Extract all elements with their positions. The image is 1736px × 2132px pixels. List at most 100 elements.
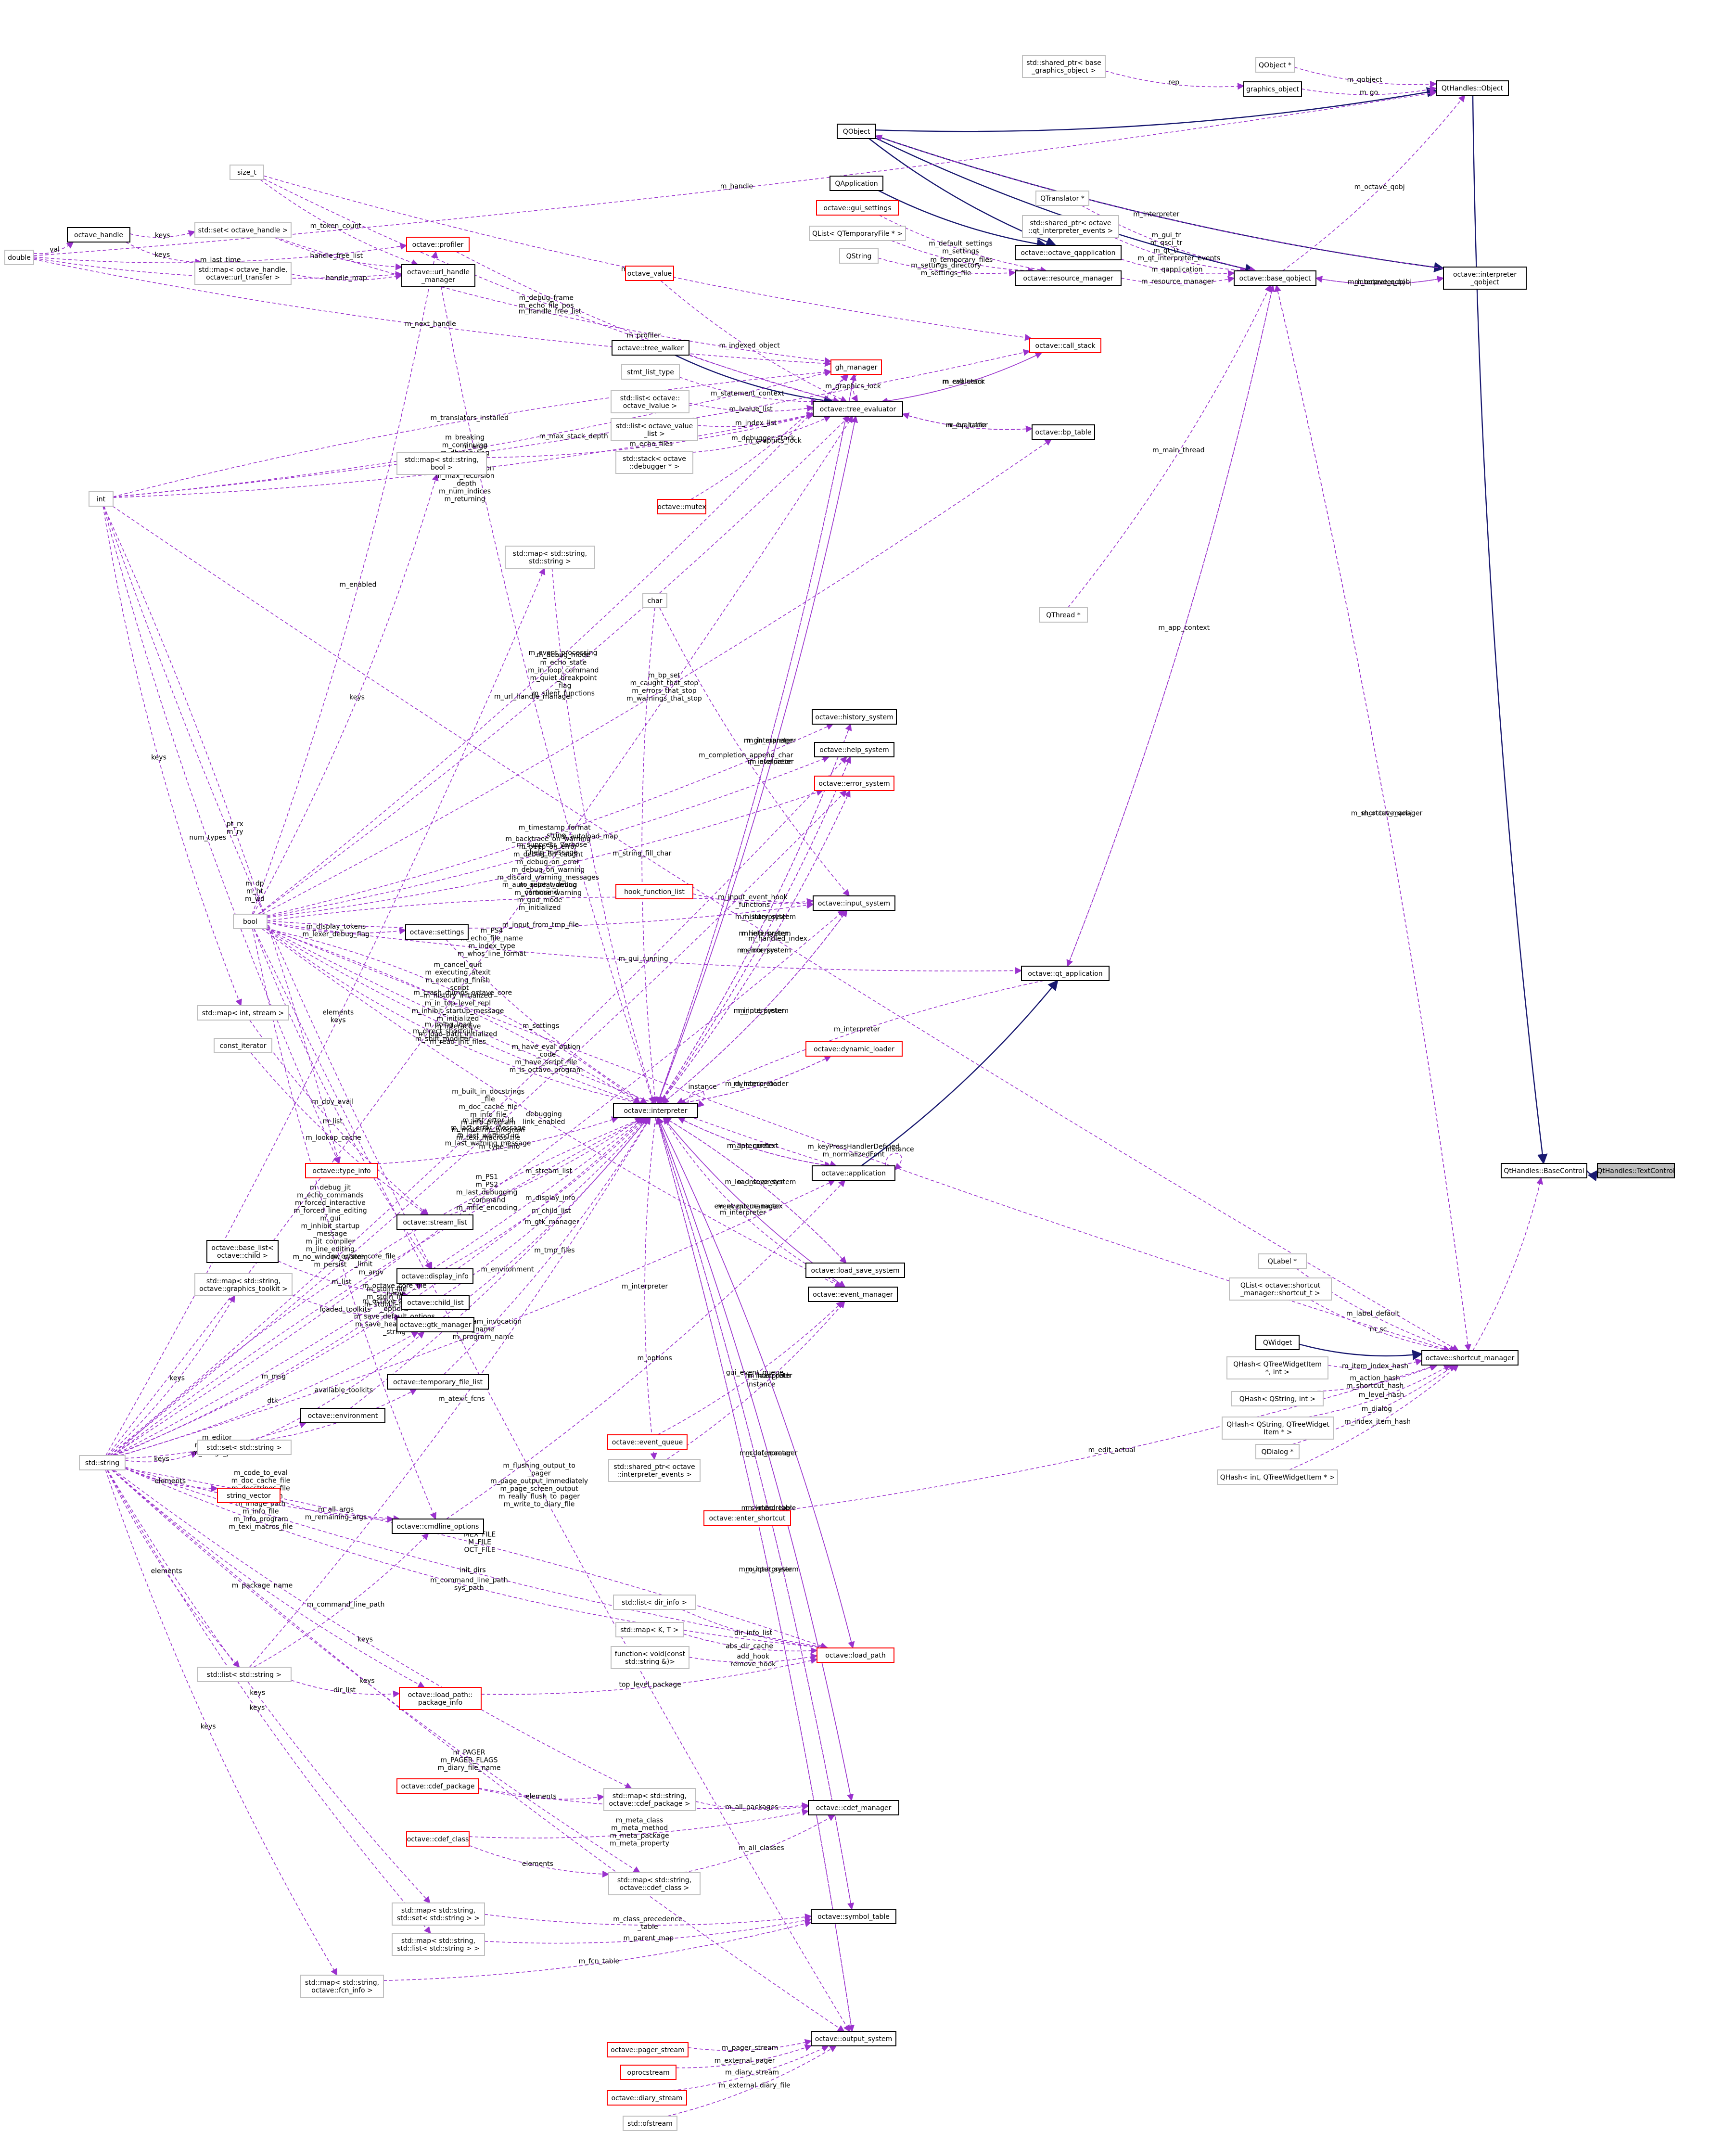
class-node-inputsystem[interactable]: octave::input_system bbox=[813, 895, 895, 911]
class-node-qobject[interactable]: QObject bbox=[837, 124, 876, 139]
class-node-bptable[interactable]: octave::bp_table bbox=[1032, 424, 1095, 440]
class-node-resourcemanager[interactable]: octave::resource_manager bbox=[1015, 270, 1122, 286]
class-node-qstring[interactable]: QString bbox=[839, 248, 879, 264]
class-node-cdefpackage[interactable]: octave::cdef_package bbox=[396, 1778, 479, 1794]
class-node-stdmapfcninfo[interactable]: std::map< std::string,octave::fcn_info > bbox=[300, 1975, 384, 1998]
class-node-loadpath[interactable]: octave::load_path bbox=[817, 1647, 894, 1663]
class-node-cdefclass[interactable]: octave::cdef_class bbox=[406, 1831, 470, 1847]
class-node-stdofstream[interactable]: std::ofstream bbox=[623, 2116, 677, 2131]
class-node-stdmapintstream[interactable]: std::map< int, stream > bbox=[197, 1005, 289, 1021]
class-node-stmtlisttype[interactable]: stmt_list_type bbox=[621, 364, 680, 380]
class-node-qtranslator[interactable]: QTranslator * bbox=[1035, 191, 1089, 206]
class-node-stdmapstringset[interactable]: std::map< std::string,std::set< std::str… bbox=[392, 1902, 485, 1926]
class-node-callstack[interactable]: octave::call_stack bbox=[1029, 338, 1101, 353]
class-node-basecontrol[interactable]: QtHandles::BaseControl bbox=[1501, 1163, 1587, 1178]
class-node-errorsystem[interactable]: octave::error_system bbox=[814, 776, 894, 791]
class-node-stdmaphandleurl[interactable]: std::map< octave_handle,octave::url_tran… bbox=[194, 262, 292, 285]
class-node-qlistshortcut[interactable]: QList< octave::shortcut_manager::shortcu… bbox=[1229, 1277, 1332, 1301]
class-node-qhashinttree[interactable]: QHash< int, QTreeWidgetItem * > bbox=[1217, 1469, 1338, 1485]
class-node-childlist[interactable]: octave::child_list bbox=[401, 1295, 470, 1310]
class-node-stdmapcdefclass[interactable]: std::map< std::string,octave::cdef_class… bbox=[608, 1872, 701, 1895]
class-node-tempfilelist[interactable]: octave::temporary_file_list bbox=[387, 1374, 489, 1390]
class-node-constiterator[interactable]: const_iterator bbox=[214, 1038, 272, 1053]
class-node-eventqueue[interactable]: octave::event_queue bbox=[607, 1434, 688, 1450]
class-node-stdmapkt[interactable]: std::map< K, T > bbox=[615, 1622, 684, 1637]
class-node-typeinfo[interactable]: octave::type_info bbox=[305, 1163, 378, 1178]
class-node-guisettings[interactable]: octave::gui_settings bbox=[816, 200, 899, 216]
class-node-helpsystem[interactable]: octave::help_system bbox=[814, 742, 894, 757]
class-node-sharedbasegraphics[interactable]: std::shared_ptr< base_graphics_object > bbox=[1022, 55, 1106, 78]
class-node-bool[interactable]: bool bbox=[233, 914, 268, 929]
class-node-graphicsobject[interactable]: graphics_object bbox=[1243, 81, 1302, 97]
class-node-stdlistlvalue[interactable]: std::list< octave::octave_lvalue > bbox=[611, 390, 689, 413]
class-node-treewalker[interactable]: octave::tree_walker bbox=[612, 340, 689, 356]
class-node-historysystem[interactable]: octave::history_system bbox=[812, 709, 897, 725]
class-node-double[interactable]: double bbox=[4, 250, 34, 265]
class-node-displayinfo[interactable]: octave::display_info bbox=[396, 1268, 473, 1284]
class-node-octavehandle[interactable]: octave_handle bbox=[67, 227, 130, 243]
class-node-stdmapstringlist[interactable]: std::map< std::string,std::list< std::st… bbox=[392, 1933, 485, 1956]
class-node-cmdlineoptions[interactable]: octave::cmdline_options bbox=[392, 1519, 484, 1534]
class-node-urlhandlemgr[interactable]: octave::url_handle_manager bbox=[401, 264, 475, 287]
class-node-sizet[interactable]: size_t bbox=[230, 165, 264, 180]
class-node-qobjectptr[interactable]: QObject * bbox=[1255, 57, 1295, 73]
class-node-qapplication[interactable]: QApplication bbox=[830, 176, 883, 191]
class-node-profiler[interactable]: octave::profiler bbox=[406, 237, 470, 252]
class-node-qwidget[interactable]: QWidget bbox=[1255, 1335, 1300, 1350]
class-node-stdlistdirinfo[interactable]: std::list< dir_info > bbox=[613, 1595, 696, 1610]
class-node-stdmapstringstring[interactable]: std::map< std::string,std::string > bbox=[505, 546, 595, 569]
class-node-textcontrol[interactable]: QtHandles::TextControl bbox=[1597, 1163, 1675, 1178]
class-node-packageinfo[interactable]: octave::load_path::package_info bbox=[399, 1687, 482, 1710]
class-node-diarystream[interactable]: octave::diary_stream bbox=[607, 2090, 687, 2106]
class-node-cdefmanager[interactable]: octave::cdef_manager bbox=[808, 1800, 899, 1815]
class-node-baseqobject[interactable]: octave::base_qobject bbox=[1234, 270, 1316, 286]
class-node-treeevaluator[interactable]: octave::tree_evaluator bbox=[813, 401, 903, 417]
class-node-gtkmanager[interactable]: octave::gtk_manager bbox=[396, 1317, 474, 1332]
class-node-dynamicloader[interactable]: octave::dynamic_loader bbox=[805, 1041, 903, 1057]
class-node-qthread[interactable]: QThread * bbox=[1039, 607, 1088, 623]
class-node-environment[interactable]: octave::environment bbox=[300, 1408, 385, 1423]
class-node-object[interactable]: QtHandles::Object bbox=[1436, 80, 1509, 96]
class-node-char[interactable]: char bbox=[642, 593, 667, 608]
class-node-mutex[interactable]: octave::mutex bbox=[657, 499, 706, 514]
class-node-stdmapstringbool[interactable]: std::map< std::string,bool > bbox=[396, 452, 487, 475]
class-node-oprocstream[interactable]: oprocstream bbox=[620, 2065, 677, 2080]
class-node-qlisttemp[interactable]: QList< QTemporaryFile * > bbox=[809, 226, 906, 241]
class-node-stdmapstringtoolkit[interactable]: std::map< std::string,octave::graphics_t… bbox=[194, 1273, 293, 1296]
class-node-stdliststring[interactable]: std::list< std::string > bbox=[197, 1667, 292, 1682]
class-node-stdstackdebugger[interactable]: std::stack< octave::debugger * > bbox=[615, 451, 693, 474]
class-node-stringvector[interactable]: string_vector bbox=[217, 1488, 281, 1503]
class-node-stdsethandle[interactable]: std::set< octave_handle > bbox=[194, 222, 292, 238]
class-node-stdstring[interactable]: std::string bbox=[79, 1455, 126, 1470]
class-node-octqapplication[interactable]: octave::octave_qapplication bbox=[1015, 245, 1122, 260]
class-node-sharedinterpevents[interactable]: std::shared_ptr< octave::interpreter_eve… bbox=[608, 1459, 701, 1482]
class-node-outputsystem[interactable]: octave::output_system bbox=[811, 2031, 896, 2046]
class-node-qlabel[interactable]: QLabel * bbox=[1258, 1253, 1307, 1269]
class-node-stdlistvaluelist[interactable]: std::list< octave_value_list > bbox=[611, 418, 698, 441]
class-node-qtapplication[interactable]: octave::qt_application bbox=[1021, 966, 1110, 981]
class-node-qhashstringint[interactable]: QHash< QString, int > bbox=[1231, 1391, 1324, 1406]
class-node-enteredshortcut[interactable]: octave::enter_shortcut bbox=[703, 1510, 791, 1526]
class-node-symboltable[interactable]: octave::symbol_table bbox=[811, 1909, 896, 1924]
class-node-qhashtreeint[interactable]: QHash< QTreeWidgetItem*, int > bbox=[1226, 1356, 1328, 1379]
class-node-application[interactable]: octave::application bbox=[812, 1165, 895, 1181]
class-node-loadsavesystem[interactable]: octave::load_save_system bbox=[805, 1263, 905, 1278]
class-node-gh_manager[interactable]: gh_manager bbox=[830, 359, 882, 375]
class-node-octavevalue[interactable]: octave_value bbox=[625, 266, 674, 281]
class-node-hookfunctionlist[interactable]: hook_function_list bbox=[615, 884, 693, 899]
class-node-sharedqtevents[interactable]: std::shared_ptr< octave::qt_interpreter_… bbox=[1022, 215, 1119, 238]
class-node-int[interactable]: int bbox=[89, 491, 114, 507]
class-node-interpreter[interactable]: octave::interpreter bbox=[613, 1103, 698, 1118]
class-node-eventmanager[interactable]: octave::event_manager bbox=[808, 1287, 898, 1302]
class-node-stdmapcdefpackage[interactable]: std::map< std::string,octave::cdef_packa… bbox=[603, 1788, 696, 1811]
class-node-shortcutmanager[interactable]: octave::shortcut_manager bbox=[1421, 1350, 1519, 1366]
class-node-streamlist[interactable]: octave::stream_list bbox=[396, 1214, 473, 1230]
class-node-stdsetstring[interactable]: std::set< std::string > bbox=[197, 1440, 292, 1455]
class-node-octaveqobject[interactable]: octave::interpreter_qobject bbox=[1443, 267, 1527, 290]
class-node-baselistchild[interactable]: octave::base_list<octave::child > bbox=[206, 1240, 279, 1263]
class-node-qdialog[interactable]: QDialog * bbox=[1255, 1444, 1300, 1459]
class-node-settings[interactable]: octave::settings bbox=[405, 924, 469, 940]
class-node-pagerstream[interactable]: octave::pager_stream bbox=[607, 2042, 689, 2057]
